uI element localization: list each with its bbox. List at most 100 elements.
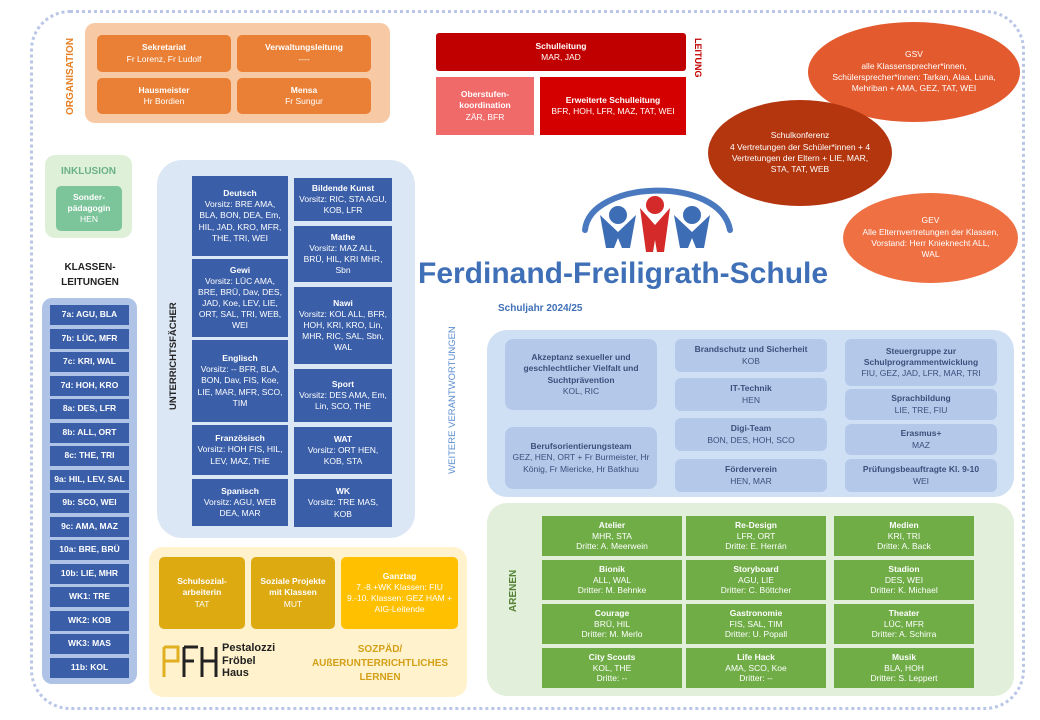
- fach-text: Vorsitz: ORT HEN, KOB, STA: [307, 444, 379, 467]
- schulkonferenz-ellipse: Schulkonferenz 4 Vertretungen der Schüle…: [708, 100, 892, 206]
- org-mensa-title: Mensa: [290, 84, 318, 95]
- fach-text: Vorsitz: TRE MAS, KOB: [307, 497, 379, 519]
- klassen-item: 7c: KRI, WAL: [50, 352, 129, 372]
- verantwortung-text: BON, DES, HOH, SCO: [707, 434, 795, 445]
- fach-text: Vorsitz: KOL ALL, BFR, HOH, KRI, KRO, Li…: [298, 308, 388, 353]
- schulleitung-box: Schulleitung MAR, JAD: [436, 33, 686, 71]
- erweiterte-title: Erweiterte Schulleitung: [565, 94, 661, 105]
- fach-title: Englisch: [222, 353, 258, 364]
- school-logo-icon: [582, 187, 733, 252]
- arena-title: Gastronomie: [729, 608, 783, 619]
- erweiterte-box: Erweiterte Schulleitung BFR, HOH, LFR, M…: [540, 77, 686, 135]
- pfh-logo-text: Pestalozzi Fröbel Haus: [222, 642, 276, 680]
- sonderpaedagogin-title: Sonder-pädagogin: [67, 191, 111, 213]
- verantwortung-title: Akzeptanz sexueller und geschlechtlicher…: [523, 352, 639, 385]
- arena-line2: Dritte: --: [596, 673, 628, 684]
- soziale-projekte-box: Soziale Projekte mit Klassen MUT: [251, 557, 335, 629]
- fach-title: Sport: [331, 378, 355, 389]
- klassen-item: 9a: HIL, LEV, SAL: [50, 469, 129, 490]
- klassen-item: 7a: AGU, BLA: [50, 305, 129, 325]
- verantwortung-text: LIE, TRE, FIU: [894, 404, 948, 415]
- arena-title: Medien: [889, 520, 919, 531]
- arena-line1: LFR, ORT: [736, 530, 776, 541]
- klassen-item: 8b: ALL, ORT: [50, 422, 129, 443]
- arena-title: City Scouts: [588, 652, 636, 663]
- arena-title: Re-Design: [734, 520, 778, 531]
- fach-title: Nawi: [333, 297, 353, 308]
- org-verwaltung: Verwaltungsleitung ----: [237, 35, 371, 72]
- arena-line2: Dritter: M. Merlo: [581, 629, 643, 640]
- verantwortung-title: Steuergruppe zur Schulprogrammentwicklun…: [863, 345, 979, 367]
- klassen-item-text: 10a: BRE, BRÜ: [59, 544, 120, 555]
- arenen-label: ARENEN: [508, 569, 519, 612]
- klassen-item-text: 8a: DES, LFR: [62, 403, 117, 414]
- klassen-item-text: 10b: LIE, MHR: [60, 567, 119, 578]
- arena-line1: ALL, WAL: [593, 574, 631, 585]
- arena-title: Life Hack: [737, 652, 775, 663]
- klassen-item: 9b: SCO, WEI: [50, 493, 129, 513]
- verantwortung-box: Erasmus+MAZ: [845, 424, 997, 455]
- verantwortung-title: IT-Technik: [730, 383, 772, 394]
- arena-line1: AMA, SCO, Koe: [725, 662, 787, 673]
- arena-title: Bionik: [599, 564, 625, 575]
- klassen-item: WK2: KOB: [50, 610, 129, 631]
- schulleitung-text: MAR, JAD: [541, 52, 581, 62]
- gsv-title: GSV: [905, 49, 923, 60]
- org-verwaltung-title: Verwaltungsleitung: [265, 42, 343, 53]
- schulsozial-text: TAT: [194, 598, 210, 609]
- arena-title: Atelier: [598, 520, 626, 531]
- fach-title: Deutsch: [223, 188, 257, 199]
- arena-line1: AGU, LIE: [738, 574, 774, 585]
- fach-text: Vorsitz: RIC, STA AGU, KOB, LFR: [299, 193, 387, 216]
- org-mensa: Mensa Fr Sungur: [237, 78, 371, 114]
- sozpaed-label: SOZPÄD/ AUßERUNTERRICHTLICHES LERNEN: [311, 644, 449, 683]
- klassen-item-text: 8c: THE, TRI: [64, 450, 115, 461]
- klassen-item-text: 11b: KOL: [70, 661, 109, 672]
- klassen-item: 11b: KOL: [50, 657, 129, 678]
- arena-line2: Dritte: A. Meerwein: [576, 541, 648, 552]
- oberstufe-title: Oberstufen-koordination: [459, 89, 511, 111]
- klassen-item: 10b: LIE, MHR: [50, 563, 129, 584]
- arena-line1: MHR, STA: [592, 530, 632, 541]
- klassen-item: 10a: BRE, BRÜ: [50, 540, 129, 560]
- verantwortungen-label: WEITERE VERANTWORTUNGEN: [447, 326, 458, 474]
- fach-text: Vorsitz: HOH FIS, HIL, LEV, MAZ, THE: [197, 444, 283, 466]
- verantwortung-title: Berufsorientierungsteam: [530, 441, 632, 452]
- klassen-item-text: WK3: MAS: [68, 638, 111, 649]
- klassen-item: 8a: DES, LFR: [50, 399, 129, 419]
- arena-title: Stadion: [888, 564, 920, 575]
- verantwortung-title: Brandschutz und Sicherheit: [694, 344, 808, 355]
- gev-title: GEV: [921, 215, 940, 226]
- fach-title: Gewi: [229, 264, 251, 275]
- faecher-label: UNTERRICHTSFÄCHER: [168, 302, 179, 410]
- klassen-item-text: 9a: HIL, LEV, SAL: [54, 473, 125, 484]
- klassen-label: KLASSEN-LEITUNGEN: [61, 262, 119, 288]
- klassen-item-text: 9b: SCO, WEI: [62, 497, 117, 508]
- ganztag-box: Ganztag 7.-8.+WK Klassen: FIU 9.-10. Kla…: [341, 557, 458, 629]
- klassen-item-text: 8b: ALL, ORT: [62, 426, 117, 437]
- verantwortung-text: WEI: [912, 475, 930, 486]
- verantwortung-title: Sprachbildung: [891, 393, 951, 404]
- inklusion-label: INKLUSION: [61, 166, 116, 177]
- klassen-item: 7d: HOH, KRO: [50, 375, 129, 396]
- klassen-item-text: 7a: AGU, BLA: [61, 309, 118, 320]
- fach-text: Vorsitz: DES AMA, Em, Lin, SCO, THE: [299, 389, 387, 412]
- org-hausmeister-text: Hr Bordien: [143, 96, 185, 106]
